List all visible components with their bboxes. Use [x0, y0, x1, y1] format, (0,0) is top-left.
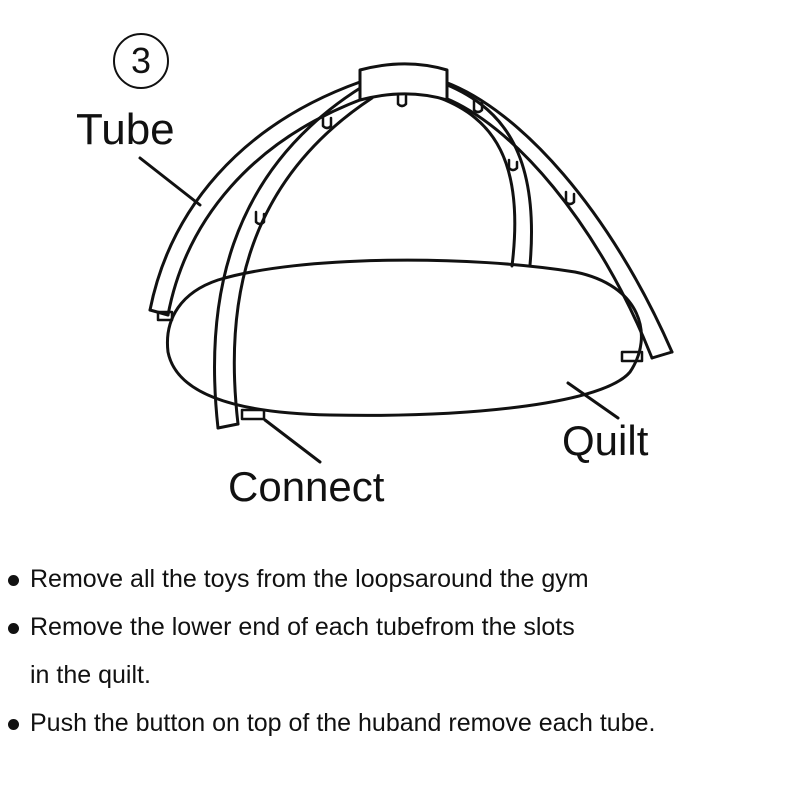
instruction-item: Push the button on top of the huband rem… [0, 699, 800, 747]
bullet-icon [8, 575, 19, 586]
instruction-item: Remove all the toys from the loopsaround… [0, 555, 800, 603]
tube-label: Tube [76, 105, 175, 154]
connect-label: Connect [228, 463, 385, 510]
instruction-text-continued: in the quilt. [30, 661, 151, 689]
leader-lines [138, 156, 620, 464]
bullet-icon [8, 719, 19, 730]
bullet-icon [8, 623, 19, 634]
quilt-mat-icon [165, 258, 643, 417]
quilt-label: Quilt [562, 417, 649, 464]
front-tube [213, 80, 533, 430]
instruction-item: Remove the lower end of each tubefrom th… [0, 603, 800, 699]
instruction-list: Remove all the toys from the loopsaround… [0, 555, 800, 747]
step-number-badge: 3 [113, 33, 169, 89]
baby-gym-illustration [138, 62, 674, 464]
toy-loops [254, 93, 576, 226]
hub [358, 62, 449, 102]
instruction-text: Remove all the toys from the loopsaround… [30, 565, 589, 593]
connectors [156, 310, 644, 421]
instruction-text: Push the button on top of the huband rem… [30, 709, 656, 737]
instruction-text: Remove the lower end of each tubefrom th… [30, 613, 575, 641]
